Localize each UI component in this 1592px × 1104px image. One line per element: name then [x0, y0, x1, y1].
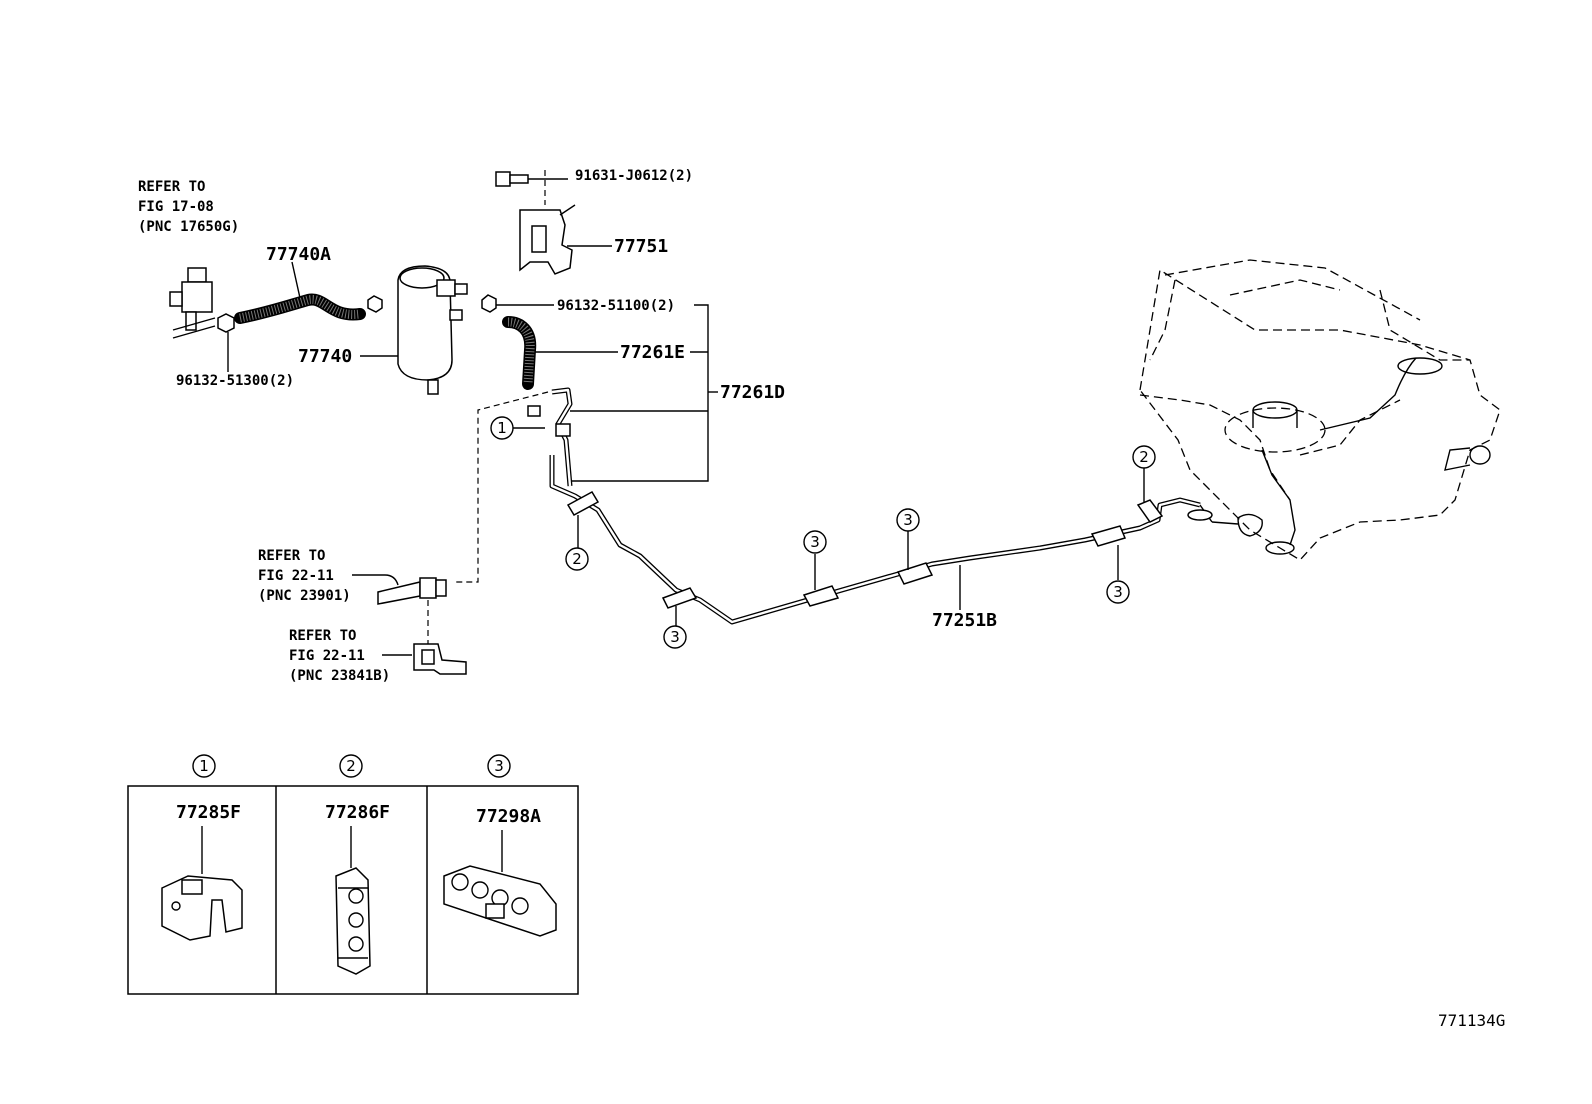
figure-id: 771134G	[1438, 1011, 1505, 1030]
clip-3-c[interactable]: 3	[896, 508, 934, 585]
callout-1-upper: 1	[490, 416, 545, 440]
svg-text:3: 3	[494, 757, 504, 775]
svg-text:2: 2	[1139, 448, 1149, 466]
legend-callout-2: 2	[339, 754, 363, 778]
label-77751: 77751	[614, 236, 668, 257]
refer-23901-line2: FIG 22-11	[258, 568, 334, 584]
fuel-tank-phantom	[1139, 259, 1501, 561]
refer-fig17-line1: REFER TO	[138, 179, 205, 195]
refer-23901-note: REFER TO FIG 22-11 (PNC 23901)	[258, 548, 351, 604]
label-77251B: 77251B	[932, 610, 997, 631]
hose-77740A[interactable]	[234, 261, 366, 324]
clip-2-left[interactable]: 2	[565, 490, 600, 571]
refer-23841b-note: REFER TO FIG 22-11 (PNC 23841B)	[289, 628, 390, 684]
clamp-96132-51100[interactable]	[481, 294, 554, 313]
svg-text:1: 1	[199, 757, 209, 775]
clip-3-a[interactable]: 3	[661, 587, 698, 649]
legend-part-77285F: 77285F	[176, 802, 241, 823]
clip-3-d[interactable]: 3	[1090, 525, 1130, 604]
pipe-fitting-upper[interactable]	[527, 387, 573, 487]
bracket-77751[interactable]	[519, 204, 612, 275]
svg-text:3: 3	[1113, 583, 1123, 601]
bracket-23841b[interactable]	[382, 643, 467, 675]
clip-77286F-drawing[interactable]	[335, 826, 371, 975]
vsv-valve[interactable]	[169, 267, 216, 339]
clamp-96132-51300[interactable]	[217, 313, 235, 372]
legend-callout-3: 3	[487, 754, 511, 778]
legend-part-77286F: 77286F	[325, 802, 390, 823]
label-77740: 77740	[298, 346, 352, 367]
fuel-pipe-77251B[interactable]	[549, 455, 1213, 625]
label-77740A: 77740A	[266, 244, 331, 265]
refer-23841b-line1: REFER TO	[289, 628, 356, 644]
label-91631-J0612: 91631-J0612(2)	[575, 168, 693, 184]
svg-text:3: 3	[810, 533, 820, 551]
legend-callout-1: 1	[192, 754, 216, 778]
svg-text:1: 1	[497, 419, 507, 437]
label-96132-51100: 96132-51100(2)	[557, 298, 675, 314]
label-96132-51300: 96132-51300(2)	[176, 373, 294, 389]
svg-text:3: 3	[903, 511, 913, 529]
refer-fig17-note: REFER TO FIG 17-08 (PNC 17650G)	[138, 179, 239, 235]
clip-77298A-drawing[interactable]	[443, 830, 557, 937]
clip-2-right[interactable]: 2	[1132, 445, 1164, 523]
refer-fig17-line3: (PNC 17650G)	[138, 219, 239, 235]
clip-77285F-drawing[interactable]	[161, 826, 243, 941]
charcoal-canister-77740[interactable]	[360, 265, 468, 395]
refer-23901-line1: REFER TO	[258, 548, 325, 564]
legend-table	[127, 785, 579, 995]
refer-23841b-line2: FIG 22-11	[289, 648, 365, 664]
svg-text:2: 2	[346, 757, 356, 775]
legend-part-77298A: 77298A	[476, 806, 541, 827]
svg-text:3: 3	[670, 628, 680, 646]
refer-fig17-line2: FIG 17-08	[138, 199, 214, 215]
clamp-small-1[interactable]	[367, 295, 383, 313]
bolt-91631[interactable]	[495, 171, 568, 187]
svg-text:2: 2	[572, 550, 582, 568]
label-77261E: 77261E	[620, 342, 685, 363]
refer-23901-line3: (PNC 23901)	[258, 588, 351, 604]
clip-3-b[interactable]: 3	[802, 530, 840, 607]
refer-23841b-line3: (PNC 23841B)	[289, 668, 390, 684]
hose-23901[interactable]	[352, 574, 447, 605]
label-77261D: 77261D	[720, 382, 785, 403]
hose-77261E[interactable]	[502, 316, 618, 390]
